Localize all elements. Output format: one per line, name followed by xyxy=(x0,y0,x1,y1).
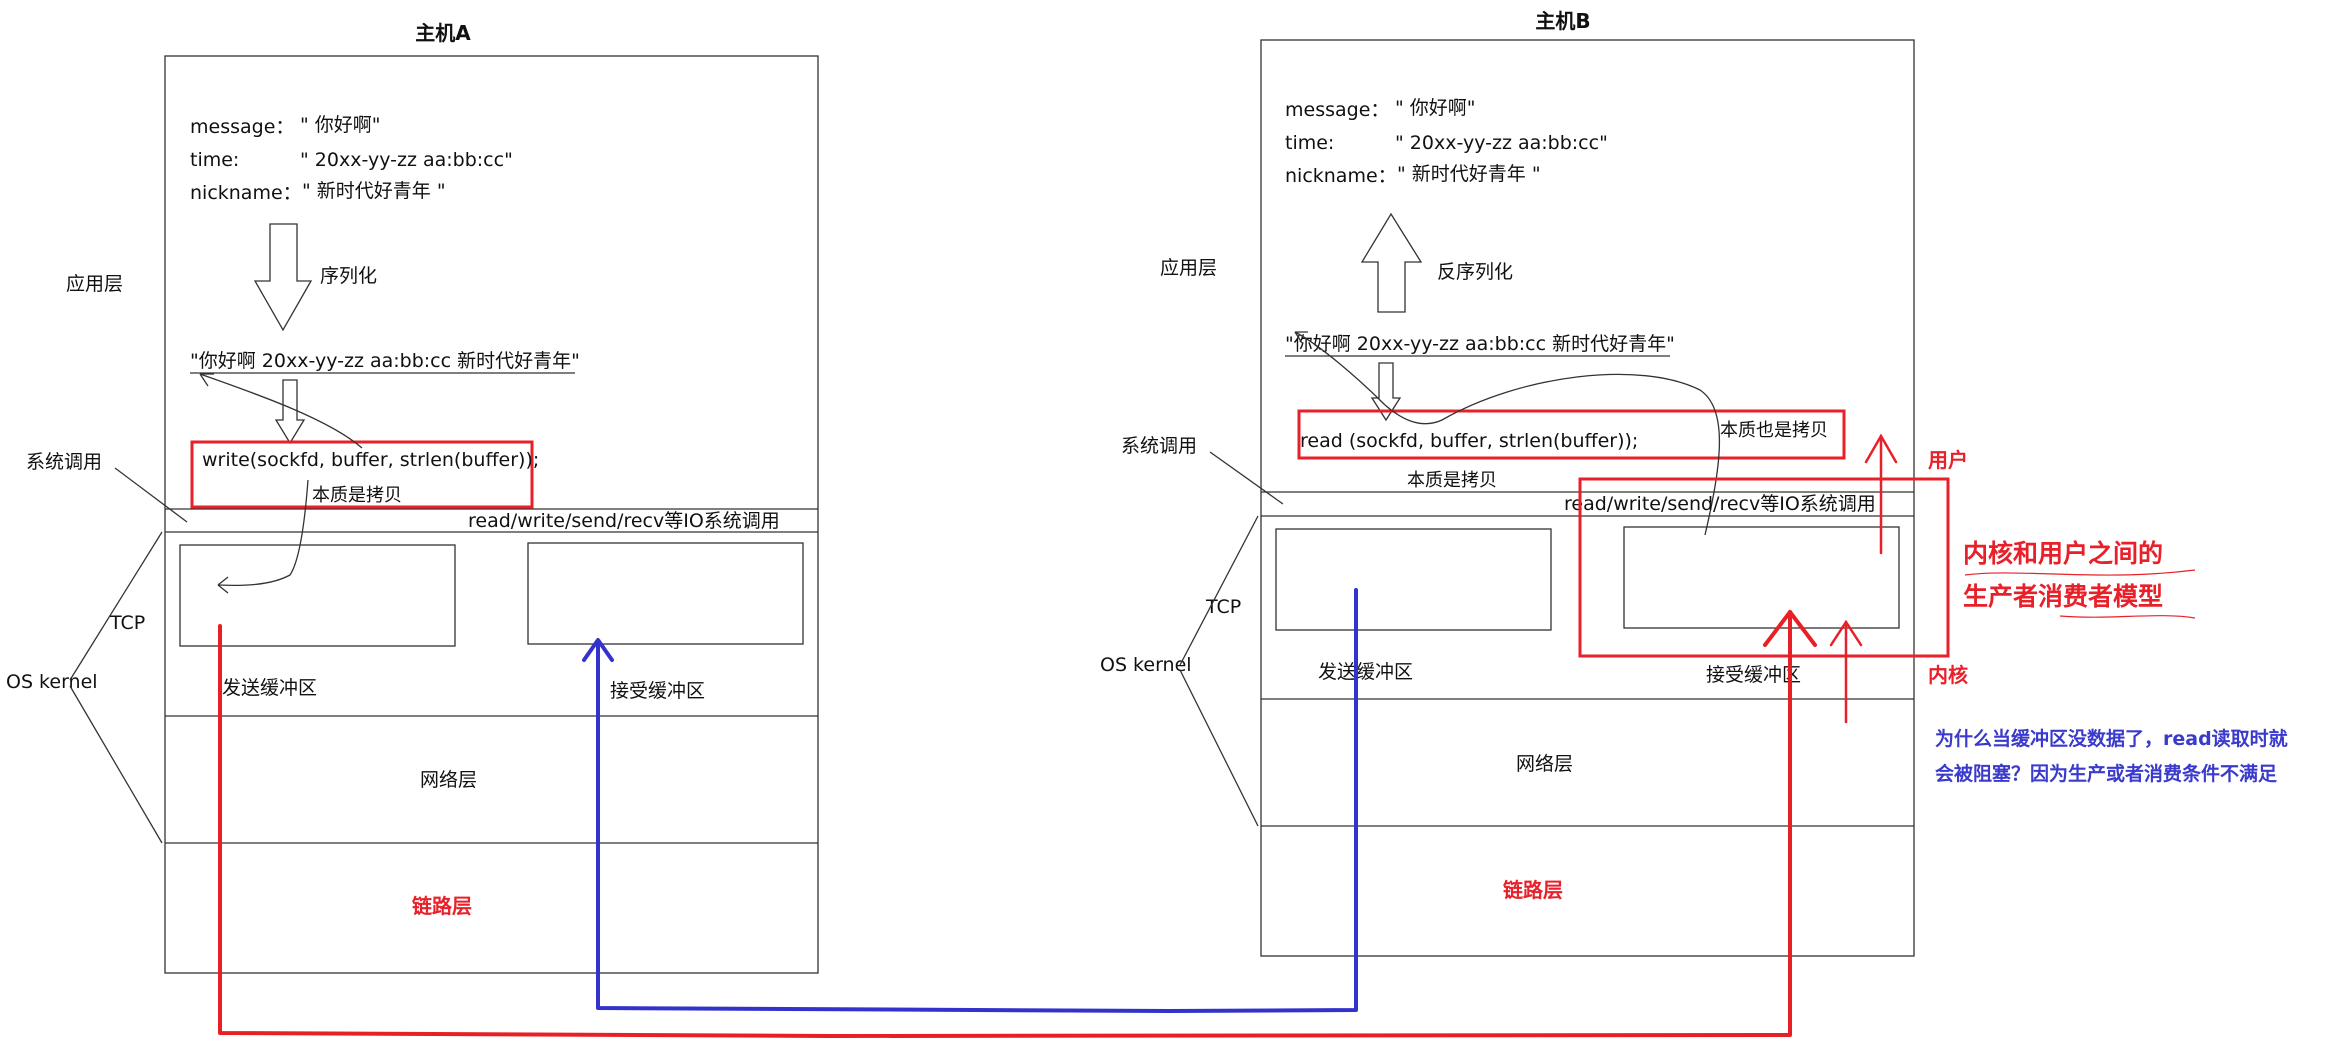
host-b-deserialize-up-arrow-icon xyxy=(1360,212,1423,313)
host-b-recv-buffer-label: 接受缓冲区 xyxy=(1706,664,1801,686)
host-a-send-buffer-box xyxy=(179,544,456,647)
host-a-recv-buffer-box xyxy=(527,542,804,645)
host-b-side-app-layer: 应用层 xyxy=(1160,257,1217,279)
host-b-side-syscall-pointer xyxy=(1209,451,1284,505)
kernel-label: 内核 xyxy=(1928,663,1968,687)
host-b-side-tcp: TCP xyxy=(1205,596,1241,618)
host-b-copy-note: 本质是拷贝 xyxy=(1407,470,1497,491)
host-a-serialize-down-arrow-icon xyxy=(253,223,313,332)
host-a-copy-note: 本质是拷贝 xyxy=(312,485,402,506)
host-a-side-os-kernel: OS kernel xyxy=(6,671,98,693)
red-data-path-arrow-icon xyxy=(1763,610,1817,647)
host-b-network-layer: 网络层 xyxy=(1516,753,1573,775)
host-a-serialize-label: 序列化 xyxy=(320,265,377,287)
host-b-kernel-bracket-top xyxy=(1179,515,1259,666)
host-a-recv-buffer-label: 接受缓冲区 xyxy=(610,680,705,702)
host-b-send-buffer-label: 发送缓冲区 xyxy=(1318,661,1413,683)
host-b-deserialize-label: 反序列化 xyxy=(1437,261,1513,283)
host-b-syscall-text: read (sockfd, buffer, strlen(buffer)); xyxy=(1300,430,1638,452)
host-a-side-syscall: 系统调用 xyxy=(26,451,102,473)
host-b-kernel-bracket-bottom xyxy=(1179,669,1259,827)
blue-data-path-arrow-icon xyxy=(582,638,614,662)
model-line-2: 生产者消费者模型 xyxy=(1963,582,2163,611)
red-data-path-line xyxy=(218,610,1792,1038)
kernel-up-arrow-icon xyxy=(1829,619,1863,647)
host-a-copy-to-send-buffer-curve xyxy=(217,479,309,587)
host-a-copy-return-curve xyxy=(199,373,363,449)
host-a-link-layer: 链路层 xyxy=(412,894,472,918)
blue-data-path-line xyxy=(596,588,1358,1013)
host-a-serialized-string: "你好啊 20xx-yy-zz aa:bb:cc 新时代好青年" xyxy=(190,350,580,372)
host-b-frame xyxy=(1260,39,1915,957)
user-up-arrow-icon xyxy=(1864,433,1898,464)
host-a-send-buffer-label: 发送缓冲区 xyxy=(222,677,317,699)
host-a-side-app-layer: 应用层 xyxy=(66,273,123,295)
host-b-copy-note-also: 本质也是拷贝 xyxy=(1720,420,1828,441)
host-b-message-label: message： xyxy=(1285,99,1389,121)
user-label: 用户 xyxy=(1928,448,1968,472)
host-b-copy-arrowhead-icon xyxy=(1294,331,1308,344)
host-a-message-label: message： xyxy=(190,116,294,138)
host-b-recv-buffer-box xyxy=(1623,526,1900,629)
host-b-time-value: " 20xx-yy-zz aa:bb:cc" xyxy=(1395,132,1608,154)
host-a-side-syscall-pointer xyxy=(114,467,188,523)
host-b-message-value: " 你好啊" xyxy=(1395,97,1476,119)
host-a-frame xyxy=(164,55,819,974)
host-a-time-value: " 20xx-yy-zz aa:bb:cc" xyxy=(300,149,513,171)
host-b-nickname-label: nickname： xyxy=(1285,165,1397,187)
producer-consumer-highlight-box xyxy=(1578,477,1950,658)
host-b-io-syscalls: read/write/send/recv等IO系统调用 xyxy=(1564,493,1876,515)
host-a-title: 主机A xyxy=(415,21,471,45)
host-b-nickname-value: " 新时代好青年 " xyxy=(1397,163,1541,185)
host-a-syscall-highlight-box xyxy=(190,440,534,509)
host-b-link-layer: 链路层 xyxy=(1503,878,1563,902)
model-underline-scribble xyxy=(1964,569,2196,619)
host-b-time-label: time: xyxy=(1285,132,1334,154)
host-a-kernel-bracket-top xyxy=(69,531,163,681)
host-b-title: 主机B xyxy=(1535,9,1590,33)
host-a-syscall-text: write(sockfd, buffer, strlen(buffer)); xyxy=(202,449,539,471)
host-a-nickname-value: " 新时代好青年 " xyxy=(302,180,446,202)
host-b-side-syscall: 系统调用 xyxy=(1121,435,1197,457)
host-b-copy-curve xyxy=(1384,373,1721,536)
host-a-copy-arrowhead-icon xyxy=(217,576,229,594)
host-a-time-label: time: xyxy=(190,149,239,171)
host-b-copy-left-curve xyxy=(1294,331,1386,406)
host-a-small-down-arrow-icon xyxy=(274,379,306,445)
host-a-kernel-bracket-bottom xyxy=(69,685,163,844)
question-line-1: 为什么当缓冲区没数据了，read读取时就 xyxy=(1935,727,2288,750)
host-a-io-syscalls: read/write/send/recv等IO系统调用 xyxy=(468,510,780,532)
host-a-nickname-label: nickname： xyxy=(190,182,302,204)
host-a-copy-return-arrow-icon xyxy=(199,373,214,387)
host-b-serialized-string: "你好啊 20xx-yy-zz aa:bb:cc 新时代好青年" xyxy=(1285,333,1675,355)
host-a-side-tcp: TCP xyxy=(109,612,145,634)
host-a-network-layer: 网络层 xyxy=(420,769,477,791)
question-line-2: 会被阻塞？因为生产或者消费条件不满足 xyxy=(1935,762,2278,785)
host-b-send-buffer-box xyxy=(1275,528,1552,631)
host-b-syscall-highlight-box xyxy=(1297,409,1846,460)
model-line-1: 内核和用户之间的 xyxy=(1963,539,2163,568)
host-a-message-value: " 你好啊" xyxy=(300,114,381,136)
host-b-side-os-kernel: OS kernel xyxy=(1100,654,1192,676)
